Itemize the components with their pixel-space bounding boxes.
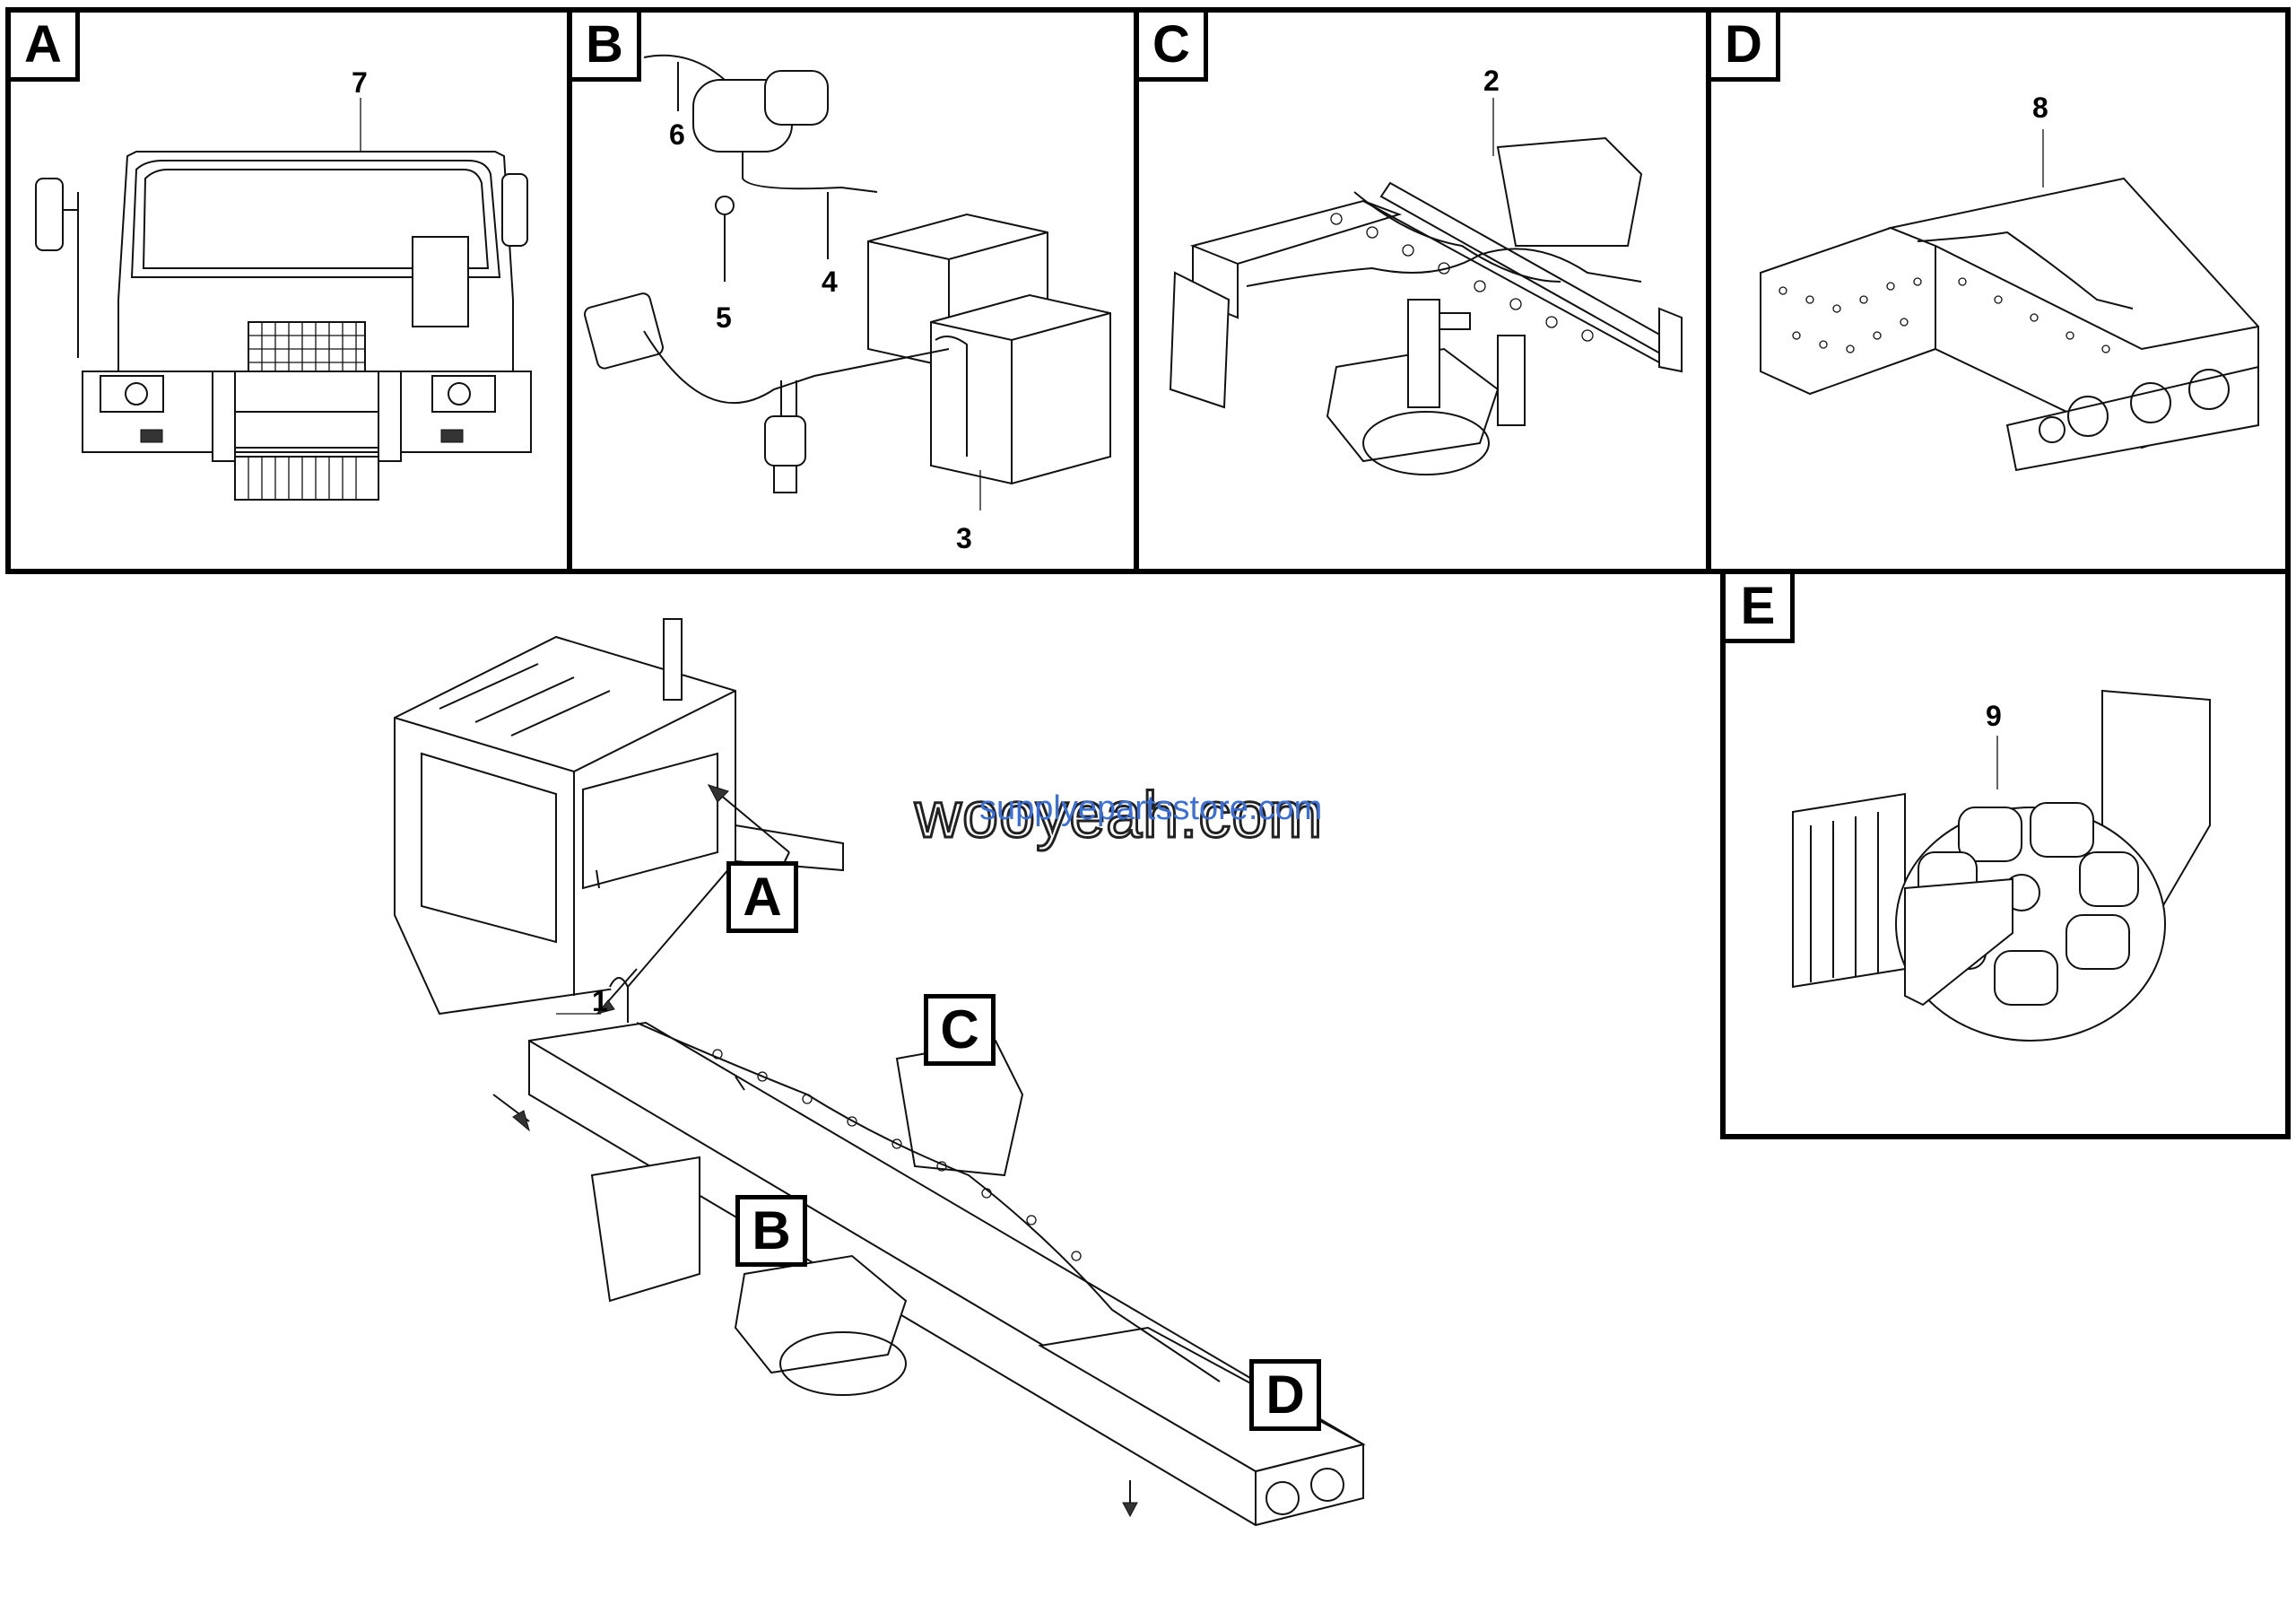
panel-d: D 8 [1706, 7, 2291, 574]
watermark-url: supplyepartsstore.com [979, 789, 1323, 827]
chassis-front-wiring-illustration [1169, 98, 1683, 475]
callout-4: 4 [822, 266, 838, 298]
panel-d-letter: D [1711, 13, 1780, 82]
panel-b: B 6 4 5 3 [567, 7, 1139, 574]
main-ref-c: C [924, 994, 996, 1066]
panel-e: E 9 [1720, 569, 2291, 1139]
main-exploded-view: 1 A C B D [341, 592, 1417, 1597]
panel-e-letter: E [1726, 574, 1795, 643]
panel-c-letter: C [1139, 13, 1208, 82]
fan-assembly-illustration [1792, 689, 2211, 1042]
callout-3: 3 [956, 522, 972, 554]
panel-a-letter: A [11, 13, 80, 82]
panel-a: A 7 [5, 7, 572, 574]
callout-5: 5 [716, 301, 732, 334]
callout-9: 9 [1986, 700, 2002, 732]
panel-c: C 2 [1134, 7, 1711, 574]
truck-chassis-and-cab-illustration [394, 618, 1366, 1527]
panel-b-letter: B [572, 13, 641, 82]
battery-starter-illustration [584, 54, 1111, 510]
callout-6: 6 [669, 118, 685, 151]
callout-7: 7 [352, 66, 368, 99]
main-ref-a: A [726, 861, 798, 933]
main-ref-d: D [1249, 1359, 1321, 1431]
chassis-rear-illustration [1760, 129, 2259, 472]
watermark-text: wooyeah.com [913, 779, 1324, 853]
main-ref-b: B [735, 1195, 807, 1267]
callout-8: 8 [2032, 92, 2048, 124]
callout-2: 2 [1483, 65, 1500, 97]
cab-front-illustration [35, 98, 532, 501]
callout-1: 1 [592, 985, 608, 1017]
